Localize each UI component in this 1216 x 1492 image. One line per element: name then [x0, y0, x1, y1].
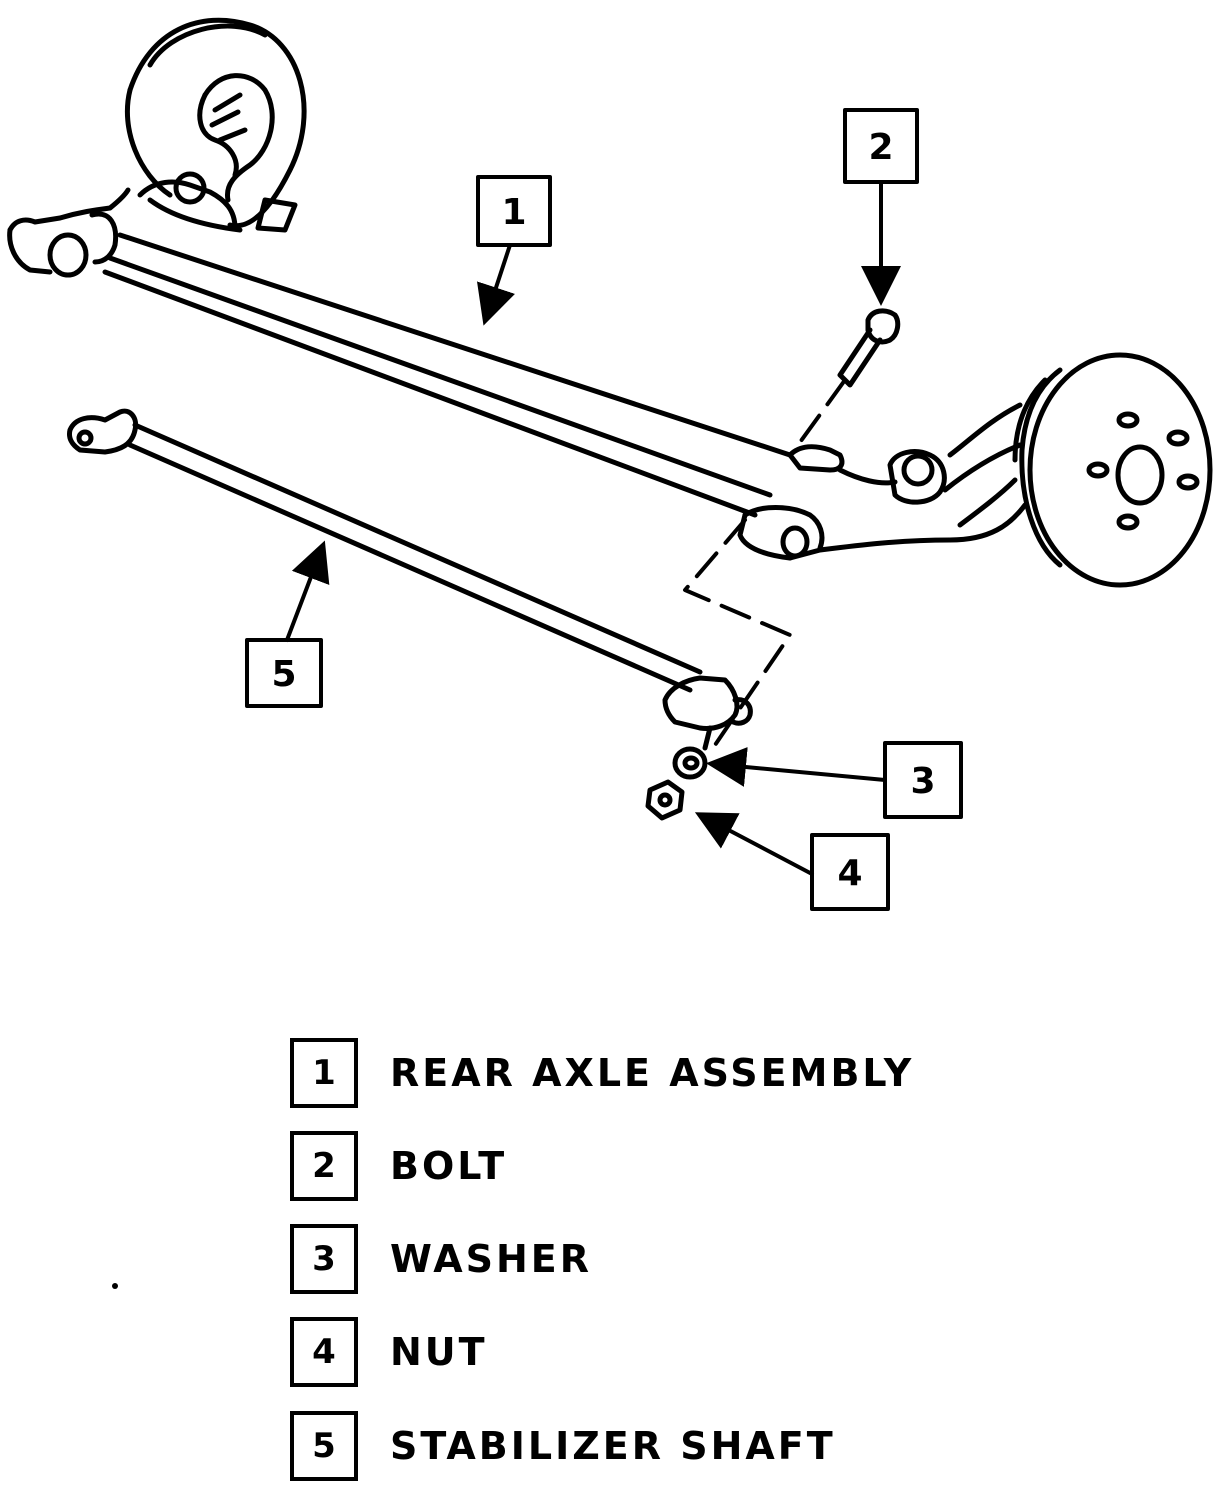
legend-row-2: 2 BOLT	[290, 1128, 507, 1204]
right-brake-drum	[1012, 352, 1213, 588]
left-brake-drum	[124, 17, 307, 233]
stabilizer-shaft	[67, 408, 753, 751]
callout-5-number: 5	[271, 654, 296, 695]
callout-boxes	[245, 108, 963, 911]
legend-label: WASHER	[390, 1237, 593, 1281]
callout-4-number: 4	[837, 853, 862, 894]
legend-label: REAR AXLE ASSEMBLY	[390, 1051, 915, 1095]
nut	[645, 779, 685, 821]
legend-label: STABILIZER SHAFT	[390, 1424, 836, 1468]
callout-3-number: 3	[910, 761, 935, 802]
rear-axle-beam	[102, 232, 793, 518]
callout-2-number: 2	[868, 127, 893, 168]
legend-number-box: 4	[290, 1317, 358, 1387]
legend-number-box: 2	[290, 1131, 358, 1201]
assembly-guide-lines	[683, 378, 847, 747]
leader-arrows	[285, 181, 901, 876]
legend-row-1: 1 REAR AXLE ASSEMBLY	[290, 1035, 914, 1111]
legend-row-4: 4 NUT	[290, 1314, 488, 1390]
left-trailing-arm	[7, 171, 243, 278]
washer	[672, 746, 708, 780]
legend-number-box: 5	[290, 1411, 358, 1481]
bolt	[837, 308, 901, 388]
legend-number-box: 3	[290, 1224, 358, 1294]
callout-1-number: 1	[501, 192, 526, 233]
stray-dot	[112, 1283, 118, 1289]
right-trailing-arm	[737, 402, 1028, 561]
legend-row-5: 5 STABILIZER SHAFT	[290, 1408, 836, 1484]
legend-number-box: 1	[290, 1038, 358, 1108]
legend-label: BOLT	[390, 1144, 508, 1188]
legend-row-3: 3 WASHER	[290, 1221, 592, 1297]
legend-label: NUT	[390, 1330, 488, 1374]
